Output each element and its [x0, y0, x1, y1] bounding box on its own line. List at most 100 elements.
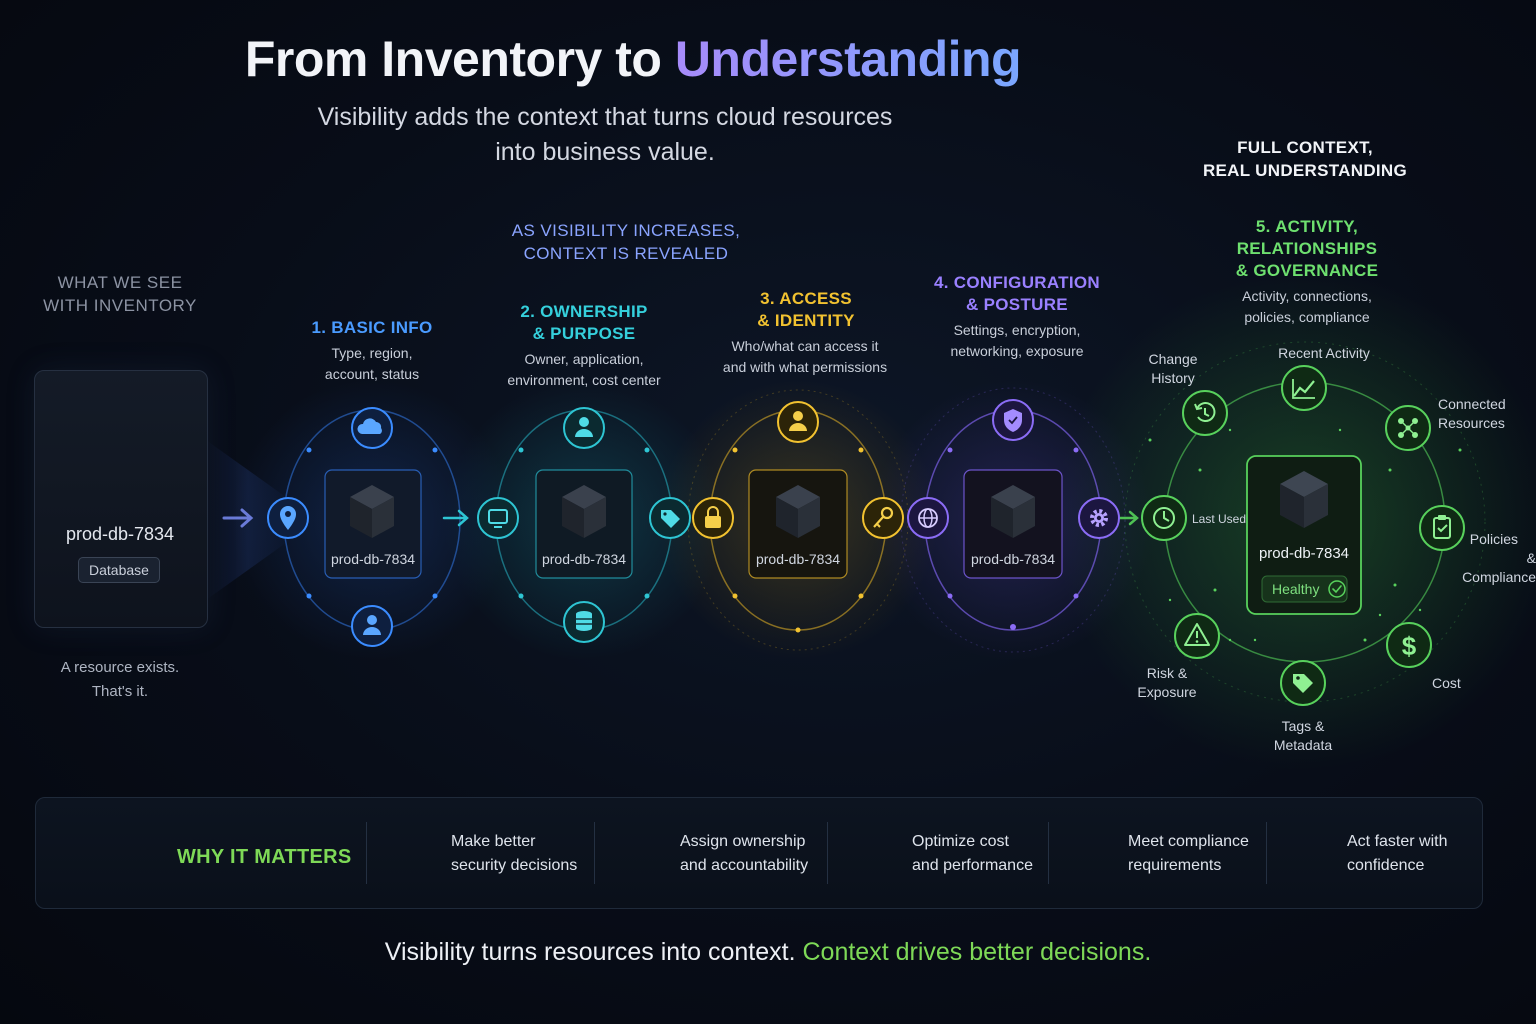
stage5-description: Activity, connections, policies, complia…: [1200, 286, 1414, 328]
why-item-compliance-line2: requirements: [1128, 857, 1222, 874]
stage4-desc-line2: networking, exposure: [950, 343, 1084, 359]
stage5-desc-line2: policies, compliance: [1244, 309, 1370, 325]
stage4-resource-card: [963, 469, 1063, 579]
stage3-title-line1: 3. ACCESS: [760, 289, 852, 308]
inventory-heading-line1: WHAT WE SEE: [57, 273, 183, 292]
lock-icon: [692, 497, 734, 539]
arrow-1: [222, 508, 254, 528]
page-title: From Inventory to Understanding: [0, 30, 1266, 88]
change-history-line2: History: [1151, 370, 1195, 386]
tags-line2: Metadata: [1273, 737, 1333, 753]
connected-resources-line1: Connected: [1438, 396, 1506, 412]
connected-resources-line2: Resources: [1438, 415, 1505, 431]
clipboard-check-icon: [1419, 505, 1465, 551]
network-icon: [1385, 405, 1431, 451]
location-pin-icon: [267, 497, 309, 539]
why-it-matters-panel: [35, 797, 1483, 909]
stage3-title: 3. ACCESS & IDENTITY: [713, 288, 899, 332]
visibility-heading-line2: CONTEXT IS REVEALED: [523, 244, 729, 263]
stage5-resource-name: prod-db-7834: [1258, 545, 1350, 562]
arrow-2: [442, 509, 469, 527]
stage5-title-line1: 5. ACTIVITY,: [1255, 217, 1359, 236]
tags-line1: Tags &: [1281, 718, 1325, 734]
divider: [1266, 822, 1267, 884]
policies-compliance-label: Policies & Compliance: [1450, 530, 1536, 587]
shield-check-icon: [992, 399, 1034, 441]
inventory-caption-line2: That's it.: [91, 683, 149, 700]
cloud-icon: [351, 407, 393, 449]
history-icon: [1182, 390, 1228, 436]
why-item-ownership-line1: Assign ownership: [680, 833, 806, 850]
risk-line1: Risk &: [1146, 665, 1188, 681]
tags-metadata-label: Tags & Metadata: [1262, 717, 1344, 755]
why-item-confidence: Act faster with confidence: [1347, 830, 1447, 878]
stage4-title: 4. CONFIGURATION & POSTURE: [922, 272, 1112, 316]
tag-icon: [649, 497, 691, 539]
why-item-cost: Optimize cost and performance: [912, 830, 1033, 878]
stage2-resource-card: [535, 469, 633, 579]
stage4-title-line1: 4. CONFIGURATION: [934, 273, 1100, 292]
stage3-description: Who/what can access it and with what per…: [705, 336, 905, 378]
stage2-title: 2. OWNERSHIP & PURPOSE: [494, 301, 674, 345]
footer-tagline: Visibility turns resources into context.…: [0, 938, 1536, 967]
healthy-status-badge: Healthy: [1272, 581, 1320, 597]
stage4-description: Settings, encryption, networking, exposu…: [922, 320, 1112, 362]
divider: [594, 822, 595, 884]
why-item-cost-line1: Optimize cost: [912, 833, 1009, 850]
stage3-dots: [732, 447, 864, 633]
visibility-heading-line1: AS VISIBILITY INCREASES,: [511, 221, 741, 240]
policies-line1: Policies: [1469, 531, 1518, 547]
clock-icon: [1141, 495, 1187, 541]
dollar-icon: $: [1386, 622, 1432, 668]
full-context-heading: FULL CONTEXT, REAL UNDERSTANDING: [1180, 136, 1430, 182]
subtitle-line1: Visibility adds the context that turns c…: [317, 103, 893, 131]
stage5-outer-ring: [1124, 341, 1486, 703]
inventory-heading-line2: WITH INVENTORY: [43, 296, 197, 315]
why-item-security: Make better security decisions: [451, 830, 577, 878]
stage4-outer-ring: [900, 387, 1126, 653]
stage1-description: Type, region, account, status: [290, 343, 454, 385]
inventory-caption: A resource exists. That's it.: [20, 656, 220, 704]
connected-resources-label: Connected Resources: [1438, 395, 1534, 433]
stage2-desc-line2: environment, cost center: [507, 372, 661, 388]
stage3-resource-card: [748, 469, 848, 579]
why-item-cost-line2: and performance: [912, 857, 1033, 874]
gear-icon: [1078, 497, 1120, 539]
why-item-compliance-line1: Meet compliance: [1128, 833, 1249, 850]
stage4-desc-line1: Settings, encryption,: [953, 322, 1081, 338]
page-subtitle: Visibility adds the context that turns c…: [300, 100, 910, 170]
warning-icon: [1174, 613, 1220, 659]
stage2-title-line2: & PURPOSE: [532, 324, 636, 343]
divider: [366, 822, 367, 884]
divider: [1048, 822, 1049, 884]
risk-line2: Exposure: [1137, 684, 1197, 700]
why-item-confidence-line2: confidence: [1347, 857, 1425, 874]
inventory-card: [34, 370, 208, 628]
change-history-line1: Change: [1148, 351, 1198, 367]
stage2-resource-name: prod-db-7834: [541, 551, 627, 567]
last-used-label: Last Used: [1192, 512, 1247, 526]
stage1-dots: [306, 447, 438, 599]
stage1-desc-line1: Type, region,: [331, 345, 413, 361]
risk-exposure-label: Risk & Exposure: [1128, 664, 1206, 702]
stage3-resource-name: prod-db-7834: [755, 551, 841, 567]
stage2-description: Owner, application, environment, cost ce…: [494, 349, 674, 391]
stage4-resource-name: prod-db-7834: [970, 551, 1056, 567]
stage1-resource-card: [324, 469, 422, 579]
why-item-confidence-line1: Act faster with: [1347, 833, 1448, 850]
resource-type-badge: Database: [78, 557, 160, 583]
stage3-desc-line2: and with what permissions: [722, 359, 888, 375]
user-icon: [777, 401, 819, 443]
stage3-desc-line1: Who/what can access it: [731, 338, 879, 354]
stage5-title: 5. ACTIVITY, RELATIONSHIPS & GOVERNANCE: [1200, 216, 1414, 282]
why-item-ownership-line2: and accountability: [680, 857, 809, 874]
user-icon: [563, 407, 605, 449]
inventory-heading: WHAT WE SEE WITH INVENTORY: [30, 271, 210, 317]
stage1-desc-line2: account, status: [324, 366, 420, 382]
monitor-icon: [477, 497, 519, 539]
visibility-heading: AS VISIBILITY INCREASES, CONTEXT IS REVE…: [486, 219, 766, 265]
stage4-title-line2: & POSTURE: [966, 295, 1068, 314]
stage1-title: 1. BASIC INFO: [311, 318, 433, 337]
why-item-compliance: Meet compliance requirements: [1128, 830, 1249, 878]
change-history-label: Change History: [1132, 350, 1214, 388]
